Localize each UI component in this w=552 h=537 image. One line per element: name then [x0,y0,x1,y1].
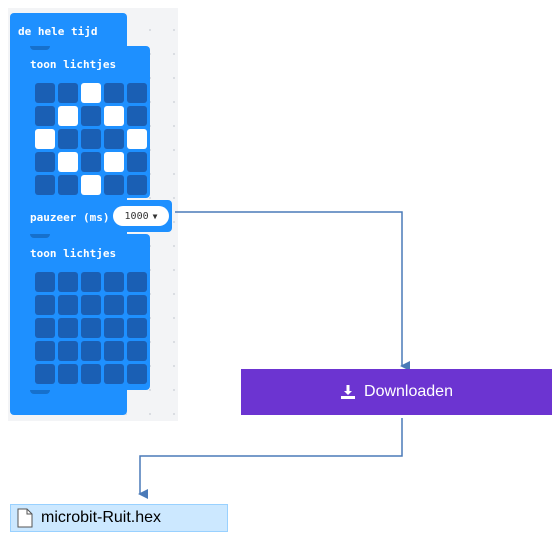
grid1-led-1-3[interactable] [104,106,124,126]
grid2-led-1-4[interactable] [127,295,147,315]
arrow-blocks-to-download [175,211,410,371]
grid2-led-1-1[interactable] [58,295,78,315]
file-icon [17,508,33,528]
grid2-led-3-4[interactable] [127,341,147,361]
grid2-led-0-4[interactable] [127,272,147,292]
grid2-led-3-2[interactable] [81,341,101,361]
grid2-led-4-1[interactable] [58,364,78,384]
grid2-led-4-3[interactable] [104,364,124,384]
grid2-led-3-1[interactable] [58,341,78,361]
grid2-led-0-3[interactable] [104,272,124,292]
grid1-led-4-2[interactable] [81,175,101,195]
grid1-led-4-4[interactable] [127,175,147,195]
grid1-led-3-0[interactable] [35,152,55,172]
grid1-led-3-2[interactable] [81,152,101,172]
chevron-down-icon: ▼ [152,211,158,221]
grid1-led-2-2[interactable] [81,129,101,149]
grid1-led-1-2[interactable] [81,106,101,126]
grid1-led-3-1[interactable] [58,152,78,172]
grid2-led-2-1[interactable] [58,318,78,338]
block-notch [30,234,50,238]
led-grid-2 [35,272,147,384]
grid1-led-0-3[interactable] [104,83,124,103]
pause-duration-value: 1000 [124,210,149,222]
grid2-led-0-1[interactable] [58,272,78,292]
grid1-led-1-0[interactable] [35,106,55,126]
grid2-led-0-0[interactable] [35,272,55,292]
grid2-led-3-3[interactable] [104,341,124,361]
grid2-led-4-2[interactable] [81,364,101,384]
grid2-led-4-4[interactable] [127,364,147,384]
block-notch [30,390,50,394]
grid2-led-1-0[interactable] [35,295,55,315]
pause-duration-dropdown[interactable]: 1000 ▼ [113,206,169,226]
download-button[interactable]: Downloaden [241,369,552,415]
pause-block-label: pauzeer (ms) [30,211,110,224]
grid2-led-0-2[interactable] [81,272,101,292]
download-button-label: Downloaden [364,383,453,400]
download-icon [341,385,356,399]
grid1-led-4-1[interactable] [58,175,78,195]
grid1-led-4-0[interactable] [35,175,55,195]
show-leds-2-label: toon lichtjes [30,247,117,260]
grid1-led-2-3[interactable] [104,129,124,149]
grid2-led-2-0[interactable] [35,318,55,338]
grid1-led-3-3[interactable] [104,152,124,172]
file-item[interactable]: microbit-Ruit.hex [10,504,228,532]
grid1-led-2-0[interactable] [35,129,55,149]
grid1-led-0-1[interactable] [58,83,78,103]
grid2-led-3-0[interactable] [35,341,55,361]
file-name: microbit-Ruit.hex [41,509,162,526]
grid2-led-1-3[interactable] [104,295,124,315]
grid1-led-3-4[interactable] [127,152,147,172]
grid1-led-2-4[interactable] [127,129,147,149]
grid1-led-4-3[interactable] [104,175,124,195]
grid2-led-2-2[interactable] [81,318,101,338]
grid2-led-2-3[interactable] [104,318,124,338]
forever-block-label: de hele tijd [18,25,98,38]
grid2-led-1-2[interactable] [81,295,101,315]
block-notch [30,46,50,50]
grid1-led-1-1[interactable] [58,106,78,126]
grid1-led-1-4[interactable] [127,106,147,126]
grid1-led-2-1[interactable] [58,129,78,149]
grid1-led-0-0[interactable] [35,83,55,103]
grid1-led-0-4[interactable] [127,83,147,103]
led-grid-1 [35,83,147,195]
arrow-download-to-file [138,418,403,499]
show-leds-1-label: toon lichtjes [30,58,117,71]
grid1-led-0-2[interactable] [81,83,101,103]
grid2-led-2-4[interactable] [127,318,147,338]
grid2-led-4-0[interactable] [35,364,55,384]
